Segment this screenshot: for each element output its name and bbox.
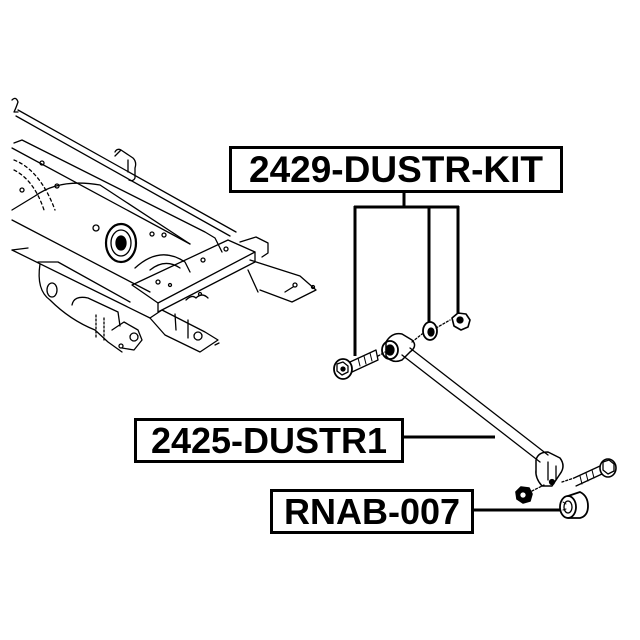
leader-lines bbox=[353, 192, 560, 512]
part-label-kit: 2429-DUSTR-KIT bbox=[229, 146, 563, 193]
mounting-hardware-drawing bbox=[333, 312, 617, 504]
part-label-bushing: RNAB-007 bbox=[270, 489, 474, 534]
bushing-drawing bbox=[559, 491, 589, 519]
control-arm-drawing bbox=[381, 332, 564, 487]
part-label-control-arm: 2425-DUSTR1 bbox=[134, 418, 404, 463]
rear-subframe-drawing bbox=[11, 97, 317, 353]
